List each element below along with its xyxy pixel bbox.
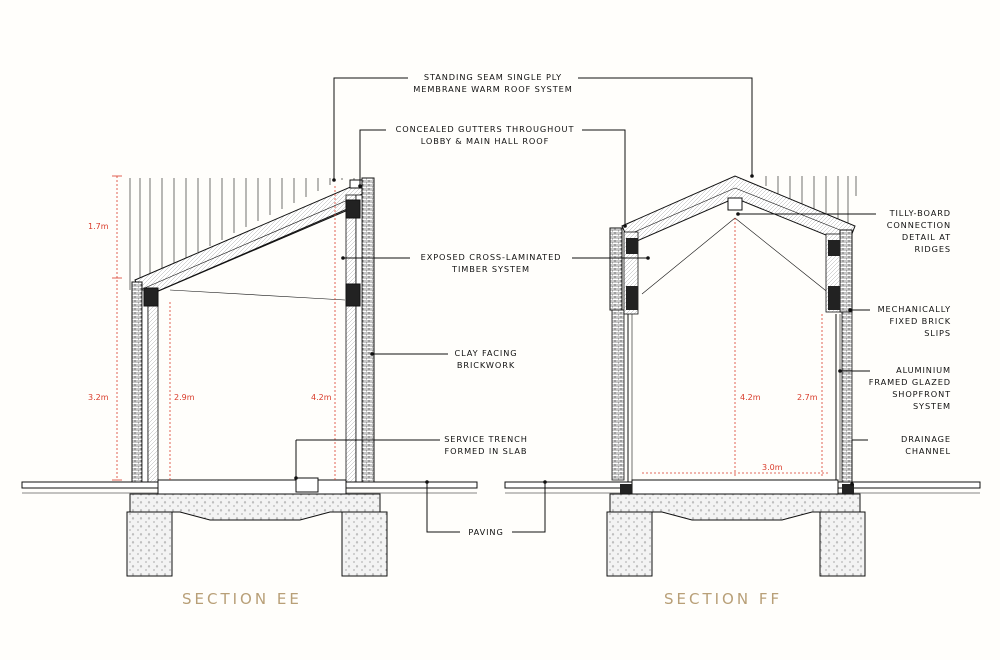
- ee-roof-dimension: 1.7m: [88, 222, 109, 231]
- ff-slab: [504, 479, 981, 521]
- ee-slab: [21, 477, 478, 521]
- ee-left-wall: [131, 281, 159, 488]
- ff-width-dimension: 3.0m: [762, 463, 783, 472]
- section-ff-title: SECTION FF: [664, 590, 782, 608]
- section-ff: 4.2m 2.7m 3.0m SECTION FF: [504, 175, 981, 608]
- shopfront-label-1: ALUMINIUM: [896, 365, 951, 375]
- ee-roof: [134, 179, 373, 299]
- ff-right-wall: [825, 229, 853, 483]
- trench-label-1: SERVICE TRENCH: [444, 434, 528, 444]
- ee-height-dimension: 4.2m: [311, 393, 332, 402]
- tilly-board-label-2: CONNECTION: [887, 220, 951, 230]
- tilly-board-label-4: RIDGES: [914, 244, 951, 254]
- ee-dimensions: [112, 175, 336, 481]
- ee-left-foundation: [126, 511, 173, 577]
- ee-right-wall: [345, 177, 375, 488]
- brick-slips-label-3: SLIPS: [924, 328, 951, 338]
- ee-right-foundation: [341, 511, 388, 577]
- ee-tie-line: [169, 289, 346, 301]
- shopfront-label-2: FRAMED GLAZED: [869, 377, 951, 387]
- shopfront-label-4: SYSTEM: [913, 401, 951, 411]
- ee-wall-dimension: 3.2m: [88, 393, 109, 402]
- gutters-label-1: CONCEALED GUTTERS THROUGHOUT: [396, 124, 575, 134]
- paving-label: PAVING: [468, 527, 503, 537]
- brick-slips-label-2: FIXED BRICK: [889, 316, 951, 326]
- drainage-label-1: DRAINAGE: [901, 434, 951, 444]
- tilly-board-label-1: TILLY-BOARD: [889, 208, 951, 218]
- ee-service-trench: [295, 477, 319, 493]
- shopfront-label-3: SHOPFRONT: [892, 389, 951, 399]
- ff-drain-left: [620, 484, 632, 496]
- clt-label-2: TIMBER SYSTEM: [451, 264, 530, 274]
- roof-system-label-1: STANDING SEAM SINGLE PLY: [424, 72, 562, 82]
- ee-background-cladding: [129, 178, 355, 290]
- brickwork-label-2: BRICKWORK: [457, 360, 515, 370]
- ff-height-dimension: 4.2m: [740, 393, 761, 402]
- leader-dots: [294, 174, 854, 486]
- clt-label-1: EXPOSED CROSS-LAMINATED: [421, 252, 562, 262]
- ff-rafter-line-left: [641, 217, 736, 295]
- ff-rafter-line-right: [734, 217, 831, 295]
- ff-ridge-connection: [727, 197, 743, 211]
- tilly-board-label-3: DETAIL AT: [902, 232, 951, 242]
- leader-lines: [295, 77, 876, 533]
- ff-left-wall: [609, 227, 639, 482]
- ff-roof: [621, 175, 856, 245]
- ff-inner-dimension: 2.7m: [797, 393, 818, 402]
- section-ee-title: SECTION EE: [182, 590, 302, 608]
- trench-label-2: FORMED IN SLAB: [445, 446, 528, 456]
- section-ee: 1.7m 3.2m 2.9m 4.2m SECTION EE: [21, 175, 478, 608]
- gutters-label-2: LOBBY & MAIN HALL ROOF: [421, 136, 549, 146]
- roof-system-label-2: MEMBRANE WARM ROOF SYSTEM: [413, 84, 572, 94]
- ff-right-foundation: [819, 511, 866, 577]
- annotations: STANDING SEAM SINGLE PLY MEMBRANE WARM R…: [396, 72, 951, 537]
- brick-slips-label-1: MECHANICALLY: [878, 304, 952, 314]
- ee-inner-dimension: 2.9m: [174, 393, 195, 402]
- drainage-label-2: CHANNEL: [905, 446, 951, 456]
- ff-drainage-channel: [842, 484, 854, 496]
- ff-dimensions: [642, 218, 828, 478]
- ff-left-foundation: [606, 511, 653, 577]
- brickwork-label-1: CLAY FACING: [455, 348, 518, 358]
